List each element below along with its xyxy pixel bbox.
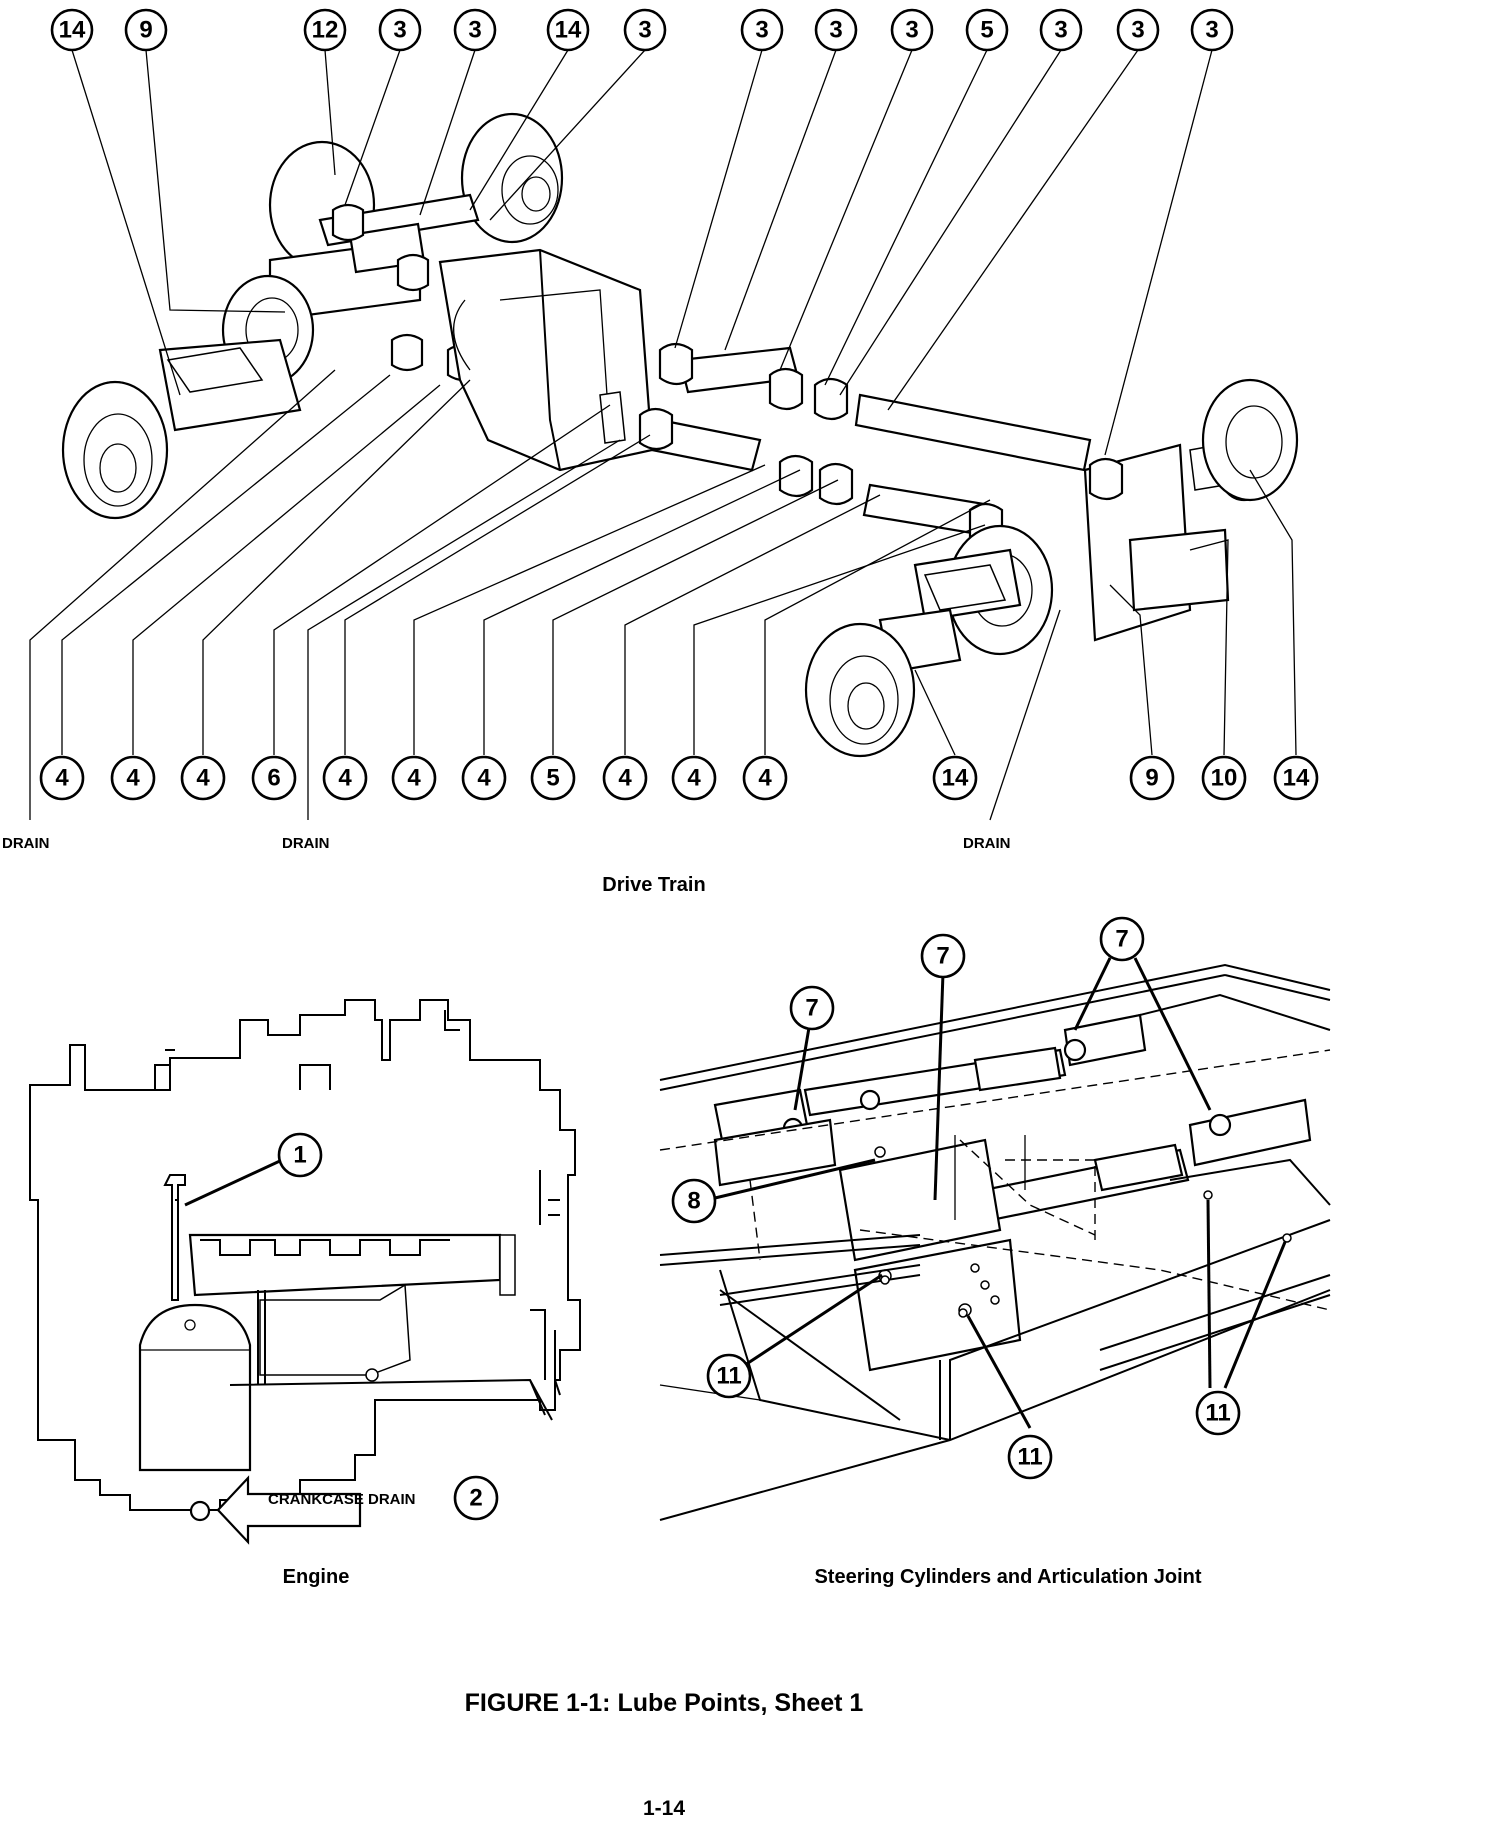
svg-text:11: 11 bbox=[1017, 1444, 1042, 1471]
callout-2: 2 bbox=[453, 1475, 499, 1521]
page-number: 1-14 bbox=[643, 1797, 685, 1820]
svg-text:10: 10 bbox=[1211, 765, 1238, 792]
callout-8: 8 bbox=[671, 1178, 717, 1224]
callout-7: 7 bbox=[789, 985, 835, 1031]
svg-text:4: 4 bbox=[126, 765, 140, 792]
callout-12: 12 bbox=[303, 8, 347, 52]
svg-text:7: 7 bbox=[1115, 926, 1128, 953]
drive-train-bottom-leaders bbox=[29, 369, 1297, 821]
svg-text:14: 14 bbox=[59, 17, 86, 44]
callout-9: 9 bbox=[124, 8, 168, 52]
svg-text:3: 3 bbox=[393, 17, 406, 44]
svg-text:4: 4 bbox=[407, 765, 421, 792]
drive-train-caption: Drive Train bbox=[602, 874, 705, 896]
callout-9: 9 bbox=[1129, 755, 1175, 801]
svg-text:7: 7 bbox=[936, 943, 949, 970]
callout-6: 6 bbox=[251, 755, 297, 801]
svg-text:11: 11 bbox=[1205, 1400, 1230, 1427]
svg-text:3: 3 bbox=[755, 17, 768, 44]
callout-3: 3 bbox=[623, 8, 667, 52]
svg-text:4: 4 bbox=[196, 765, 210, 792]
svg-text:8: 8 bbox=[687, 1188, 700, 1215]
callout-4: 4 bbox=[602, 755, 648, 801]
svg-text:3: 3 bbox=[1054, 17, 1067, 44]
callout-3: 3 bbox=[740, 8, 784, 52]
svg-text:2: 2 bbox=[469, 1485, 482, 1512]
callout-5: 5 bbox=[530, 755, 576, 801]
steering-caption: Steering Cylinders and Articulation Join… bbox=[814, 1566, 1201, 1588]
callout-11: 11 bbox=[1195, 1390, 1241, 1436]
callout-7: 7 bbox=[920, 933, 966, 979]
svg-text:4: 4 bbox=[618, 765, 632, 792]
callout-3: 3 bbox=[890, 8, 934, 52]
svg-text:5: 5 bbox=[546, 765, 559, 792]
callout-4: 4 bbox=[110, 755, 156, 801]
callout-4: 4 bbox=[39, 755, 85, 801]
callout-14: 14 bbox=[932, 755, 978, 801]
steering-callouts: 7 7 7 8 11 11 11 bbox=[671, 916, 1241, 1480]
drive-train-top-callouts: 14 9 12 3 3 14 3 3 3 3 5 3 3 3 bbox=[50, 8, 1234, 52]
callout-4: 4 bbox=[391, 755, 437, 801]
callout-4: 4 bbox=[461, 755, 507, 801]
callout-10: 10 bbox=[1201, 755, 1247, 801]
svg-text:11: 11 bbox=[716, 1363, 741, 1390]
engine-leader bbox=[184, 1158, 283, 1207]
svg-text:5: 5 bbox=[980, 17, 993, 44]
drain-label: DRAIN bbox=[2, 835, 50, 852]
callout-3: 3 bbox=[1190, 8, 1234, 52]
drain-label: DRAIN bbox=[963, 835, 1011, 852]
drive-train-top-leaders bbox=[71, 49, 1213, 456]
callout-14: 14 bbox=[50, 8, 94, 52]
callout-3: 3 bbox=[1116, 8, 1160, 52]
svg-text:4: 4 bbox=[477, 765, 491, 792]
svg-text:9: 9 bbox=[139, 17, 152, 44]
callout-3: 3 bbox=[453, 8, 497, 52]
svg-text:1: 1 bbox=[293, 1142, 306, 1169]
callout-3: 3 bbox=[814, 8, 858, 52]
svg-text:14: 14 bbox=[1283, 765, 1310, 792]
svg-text:14: 14 bbox=[555, 17, 582, 44]
svg-text:12: 12 bbox=[312, 17, 339, 44]
engine-caption: Engine bbox=[283, 1566, 350, 1588]
svg-text:4: 4 bbox=[55, 765, 69, 792]
svg-text:3: 3 bbox=[638, 17, 651, 44]
callout-7: 7 bbox=[1099, 916, 1145, 962]
svg-text:3: 3 bbox=[905, 17, 918, 44]
svg-text:4: 4 bbox=[687, 765, 701, 792]
svg-text:3: 3 bbox=[1205, 17, 1218, 44]
figure-title: FIGURE 1-1: Lube Points, Sheet 1 bbox=[465, 1689, 864, 1717]
svg-text:4: 4 bbox=[758, 765, 772, 792]
steering-illustration bbox=[659, 963, 1331, 1521]
callout-11: 11 bbox=[706, 1353, 752, 1399]
svg-text:4: 4 bbox=[338, 765, 352, 792]
svg-text:3: 3 bbox=[468, 17, 481, 44]
svg-text:7: 7 bbox=[805, 995, 818, 1022]
svg-text:3: 3 bbox=[829, 17, 842, 44]
callout-4: 4 bbox=[742, 755, 788, 801]
svg-text:3: 3 bbox=[1131, 17, 1144, 44]
callout-1: 1 bbox=[277, 1132, 323, 1178]
svg-text:14: 14 bbox=[942, 765, 969, 792]
callout-3: 3 bbox=[378, 8, 422, 52]
callout-5: 5 bbox=[965, 8, 1009, 52]
engine-illustration bbox=[29, 999, 581, 1545]
callout-4: 4 bbox=[671, 755, 717, 801]
crankcase-drain-label: CRANKCASE DRAIN bbox=[268, 1491, 416, 1508]
callout-14: 14 bbox=[546, 8, 590, 52]
callout-4: 4 bbox=[322, 755, 368, 801]
drain-label: DRAIN bbox=[282, 835, 330, 852]
callout-3: 3 bbox=[1039, 8, 1083, 52]
drive-train-illustration bbox=[61, 112, 1299, 758]
svg-text:6: 6 bbox=[267, 765, 280, 792]
drive-train-bottom-callouts: 4 4 4 6 4 4 4 5 4 4 4 14 9 10 14 bbox=[39, 755, 1319, 801]
svg-text:9: 9 bbox=[1145, 765, 1158, 792]
callout-11: 11 bbox=[1007, 1434, 1053, 1480]
callout-4: 4 bbox=[180, 755, 226, 801]
callout-14: 14 bbox=[1273, 755, 1319, 801]
